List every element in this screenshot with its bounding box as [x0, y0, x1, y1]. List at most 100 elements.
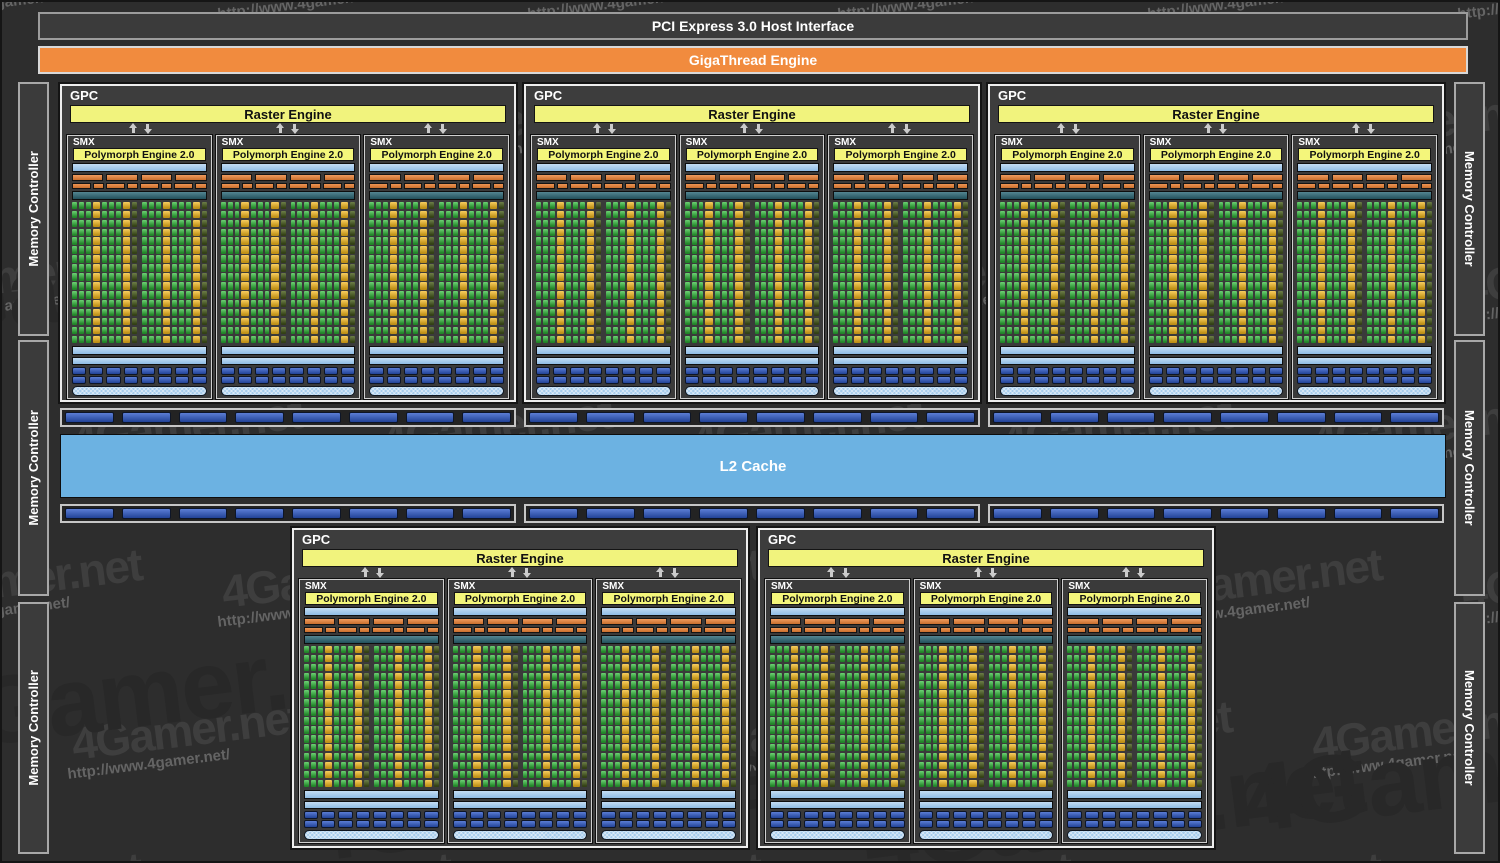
core-half: [1149, 282, 1214, 290]
dispatch-unit-row: [369, 183, 504, 189]
cuda-core: [777, 717, 782, 725]
core-half: [833, 246, 898, 254]
special-function-unit: [1348, 211, 1355, 219]
cuda-core: [1232, 291, 1237, 299]
cuda-core: [1225, 229, 1230, 237]
dp-unit: [745, 246, 750, 254]
cuda-core: [318, 690, 323, 698]
cuda-core: [708, 699, 713, 707]
special-function-unit: [1348, 246, 1355, 254]
cuda-core: [1037, 336, 1042, 344]
cuda-core: [566, 753, 571, 761]
cuda-core: [1156, 336, 1161, 344]
warp-scheduler-segment: [1332, 174, 1363, 182]
special-function-unit: [1121, 291, 1128, 299]
cuda-core: [613, 264, 618, 272]
cuda-core: [870, 646, 875, 654]
cuda-core: [265, 273, 270, 281]
cuda-core: [1297, 327, 1302, 335]
cuda-core: [418, 753, 423, 761]
dp-unit: [666, 282, 671, 290]
core-half: [453, 664, 518, 672]
cuda-core: [1014, 309, 1019, 317]
cuda-core: [86, 211, 91, 219]
cuda-core: [318, 681, 323, 689]
dp-unit: [1427, 291, 1432, 299]
cuda-core: [156, 273, 161, 281]
cuda-core: [1179, 336, 1184, 344]
special-function-unit: [573, 646, 580, 654]
special-function-unit: [735, 318, 742, 326]
core-half: [369, 220, 434, 228]
cuda-core: [291, 211, 296, 219]
special-function-unit: [311, 255, 318, 263]
cuda-core: [251, 264, 256, 272]
special-function-unit: [1091, 255, 1098, 263]
cuda-core: [1219, 309, 1224, 317]
cuda-core: [369, 220, 374, 228]
texture-unit-row: [221, 367, 356, 375]
core-row: [304, 726, 439, 734]
cuda-core: [1107, 273, 1112, 281]
core-half: [291, 318, 356, 326]
core-half: [671, 717, 736, 725]
dp-unit: [1209, 246, 1214, 254]
cuda-core: [678, 699, 683, 707]
cuda-core: [1193, 264, 1198, 272]
core-half: [72, 273, 137, 281]
cuda-core: [413, 237, 418, 245]
core-grid: [601, 646, 736, 787]
core-half: [755, 336, 820, 344]
cuda-core: [559, 744, 564, 752]
cuda-core: [1219, 291, 1224, 299]
texture-unit-segment: [72, 376, 86, 384]
special-function-unit: [311, 246, 318, 254]
cuda-core: [685, 690, 690, 698]
cuda-core: [755, 291, 760, 299]
special-function-unit: [395, 717, 402, 725]
core-row: [1297, 220, 1432, 228]
warp-scheduler-segment: [839, 618, 870, 626]
cuda-core: [636, 300, 641, 308]
dp-unit: [364, 646, 369, 654]
cuda-core: [334, 300, 339, 308]
cuda-core: [1193, 282, 1198, 290]
special-function-unit: [193, 282, 200, 290]
texture-unit-row: [833, 376, 968, 384]
cuda-core: [149, 309, 154, 317]
cuda-core: [369, 255, 374, 263]
special-function-unit: [854, 309, 861, 317]
cuda-core: [156, 300, 161, 308]
special-function-unit: [692, 708, 699, 716]
cuda-core: [320, 318, 325, 326]
cuda-core: [1304, 291, 1309, 299]
texture-unit-segment: [639, 367, 653, 375]
cuda-core: [1163, 309, 1168, 317]
up-down-arrows-icon: [446, 567, 593, 578]
special-function-unit: [341, 318, 348, 326]
cuda-core: [1297, 336, 1302, 344]
warp-scheduler-segment: [670, 618, 701, 626]
special-function-unit: [1091, 211, 1098, 219]
texture-cache-bar: [369, 386, 504, 396]
special-function-unit: [123, 202, 130, 210]
texture-unit-segment: [521, 811, 535, 819]
cuda-core: [947, 211, 952, 219]
special-function-unit: [854, 229, 861, 237]
cuda-core: [381, 646, 386, 654]
core-row: [1149, 273, 1284, 281]
dp-unit: [499, 220, 504, 228]
cuda-core: [291, 327, 296, 335]
cuda-core: [376, 237, 381, 245]
down-arrow-icon: [375, 567, 384, 578]
special-function-unit: [705, 264, 712, 272]
dispatch-unit-segment: [325, 627, 336, 633]
core-half: [903, 255, 968, 263]
cuda-core: [109, 237, 114, 245]
dp-unit: [666, 246, 671, 254]
dp-unit: [434, 735, 439, 743]
special-function-unit: [1169, 282, 1176, 290]
core-half: [374, 681, 439, 689]
core-half: [1149, 220, 1214, 228]
core-row: [453, 717, 588, 725]
